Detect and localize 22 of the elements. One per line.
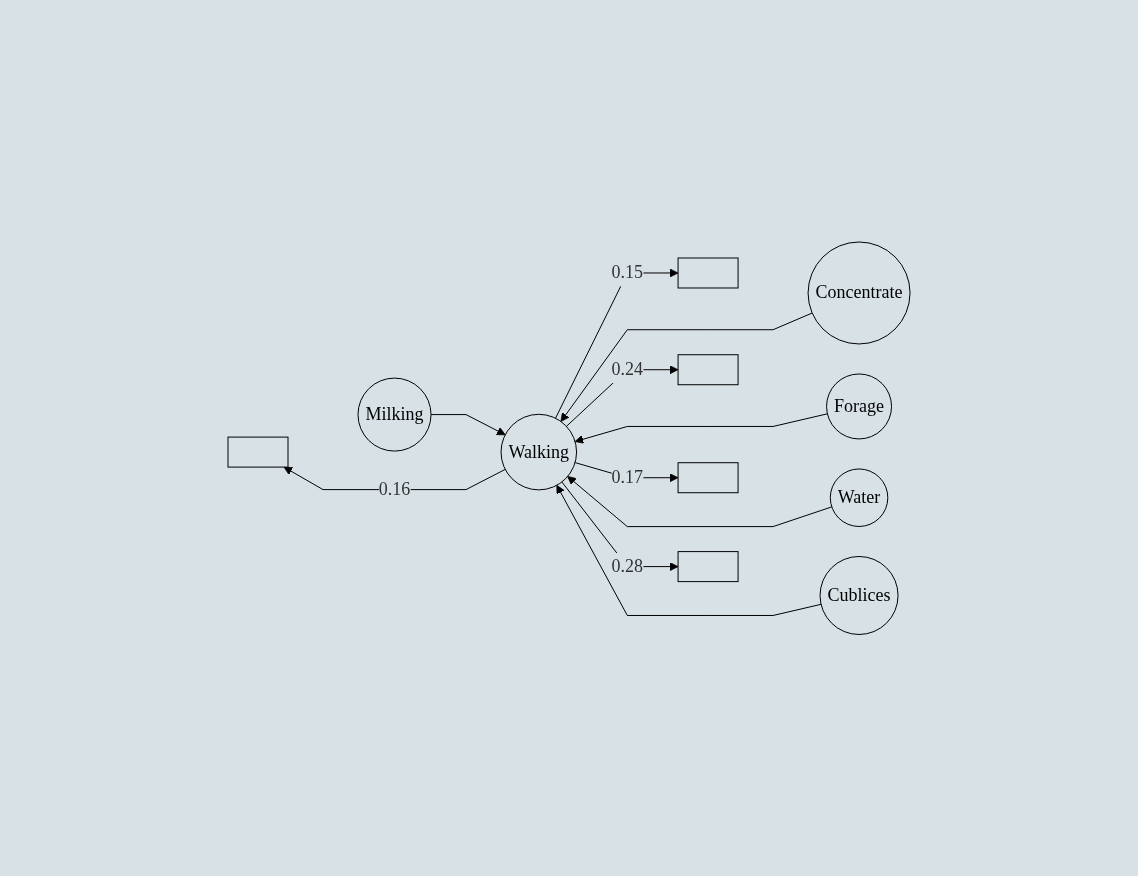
- node-circle: Forage: [826, 373, 892, 440]
- edge-label: 0.16: [378, 478, 411, 499]
- node-box: [227, 436, 289, 468]
- node-circle: Water: [829, 468, 889, 527]
- node-circle: Milking: [357, 377, 432, 452]
- arrow: [430, 413, 506, 435]
- edge-label: 0.28: [611, 555, 644, 576]
- node-circle: Concentrate: [807, 241, 911, 345]
- arrow: [555, 268, 679, 419]
- node-box: [677, 461, 739, 493]
- node-box: [677, 353, 739, 385]
- node-circle: Walking: [500, 413, 578, 491]
- edge-label: 0.17: [611, 466, 644, 487]
- arrow: [574, 413, 828, 444]
- node-box: [677, 550, 739, 582]
- arrow: [556, 484, 822, 616]
- node-circle: Cublices: [819, 555, 899, 635]
- arrow: [567, 475, 833, 527]
- edge-label: 0.24: [611, 358, 644, 379]
- arrow: [560, 312, 813, 422]
- edge-label: 0.15: [611, 262, 644, 283]
- node-box: [677, 257, 739, 289]
